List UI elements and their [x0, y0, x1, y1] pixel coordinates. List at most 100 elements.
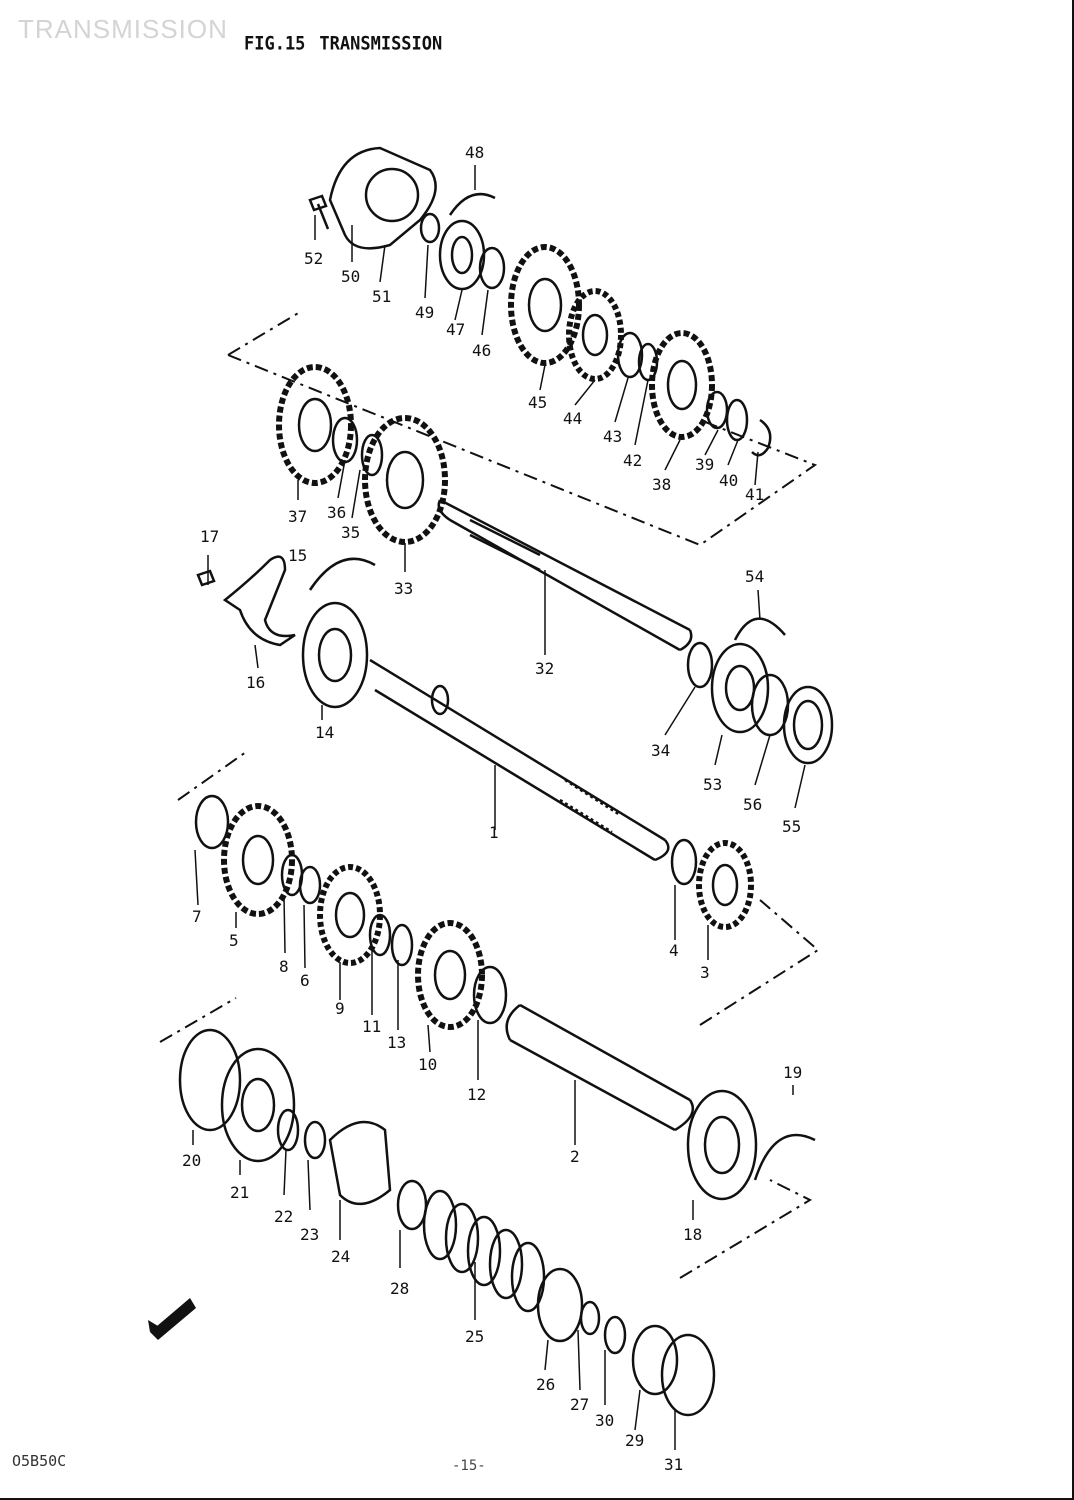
label-35: 35 — [341, 523, 360, 542]
label-32: 32 — [535, 659, 554, 678]
label-47: 47 — [446, 320, 465, 339]
diagram-drawing — [159, 146, 834, 1450]
circlip-15 — [308, 557, 376, 591]
label-54: 54 — [745, 567, 764, 586]
bushing-12 — [472, 965, 508, 1025]
label-10: 10 — [418, 1055, 437, 1074]
bearing-29 — [631, 1324, 679, 1396]
cover-plate-51-ring — [364, 167, 420, 223]
circlip-48 — [448, 192, 496, 216]
circlip-13 — [390, 923, 414, 967]
circlip-19 — [753, 1133, 816, 1181]
label-27: 27 — [570, 1395, 589, 1414]
leader-lines — [192, 165, 806, 1450]
circlip-23 — [303, 1120, 327, 1160]
washer-39 — [705, 390, 729, 430]
circlip-54 — [733, 617, 786, 641]
circlip-41 — [751, 418, 772, 457]
bearing-18 — [686, 1089, 758, 1201]
middle-group-outline — [177, 751, 820, 1026]
figure-name: TRANSMISSION — [319, 33, 443, 55]
label-14: 14 — [315, 723, 334, 742]
front-arrow-icon — [148, 1298, 196, 1340]
label-34: 34 — [651, 741, 670, 760]
label-23: 23 — [300, 1225, 319, 1244]
label-4: 4 — [669, 941, 679, 960]
label-1: 1 — [489, 823, 499, 842]
countershaft-32 — [437, 498, 693, 652]
gear-33 — [362, 415, 448, 545]
label-49: 49 — [415, 303, 434, 322]
label-56: 56 — [743, 795, 762, 814]
label-41: 41 — [745, 485, 764, 504]
gear-37 — [276, 364, 354, 486]
watermark-text: TRANSMISSION — [18, 14, 228, 44]
bearing-14 — [301, 601, 369, 709]
washer-40 — [725, 398, 749, 442]
cover-plate-50 — [328, 146, 437, 250]
label-25: 25 — [465, 1327, 484, 1346]
label-19: 19 — [783, 1063, 802, 1082]
gear-10 — [415, 920, 485, 1030]
label-33: 33 — [394, 579, 413, 598]
circlip-49 — [419, 212, 441, 244]
part-labels: 48 52 50 51 49 47 46 45 44 43 42 38 39 4… — [182, 143, 802, 1474]
gear-5 — [221, 803, 295, 917]
oil-seal-55 — [782, 685, 834, 765]
figure-code: O5B50C — [12, 1452, 67, 1470]
label-52: 52 — [304, 249, 323, 268]
label-18: 18 — [683, 1225, 702, 1244]
bushing-43 — [616, 331, 644, 379]
gear-38 — [649, 330, 715, 440]
gear-44 — [566, 288, 624, 382]
driveshaft-1 — [369, 658, 670, 862]
page-number: -15- — [452, 1458, 486, 1474]
label-45: 45 — [528, 393, 547, 412]
label-21: 21 — [230, 1183, 249, 1202]
spring-25 — [422, 1189, 546, 1313]
label-48: 48 — [465, 143, 484, 162]
label-7: 7 — [192, 907, 202, 926]
collar-56 — [750, 673, 790, 737]
label-50: 50 — [341, 267, 360, 286]
label-11: 11 — [362, 1017, 381, 1036]
label-30: 30 — [595, 1411, 614, 1430]
circlip-27 — [579, 1300, 601, 1336]
label-8: 8 — [279, 957, 289, 976]
plate-20 — [178, 1028, 242, 1132]
circlip-6 — [298, 865, 322, 905]
bearing-plate-16 — [222, 555, 296, 647]
label-28: 28 — [390, 1279, 409, 1298]
hub-21 — [220, 1047, 296, 1163]
label-51: 51 — [372, 287, 391, 306]
washer-34 — [686, 641, 714, 689]
label-12: 12 — [467, 1085, 486, 1104]
label-36: 36 — [327, 503, 346, 522]
label-9: 9 — [335, 999, 345, 1018]
washer-4 — [670, 838, 698, 886]
bushing-7 — [194, 794, 230, 850]
label-38: 38 — [652, 475, 671, 494]
washer-46 — [478, 246, 506, 290]
label-13: 13 — [387, 1033, 406, 1052]
label-16: 16 — [246, 673, 265, 692]
bushing-28 — [396, 1179, 428, 1231]
label-15: 15 — [288, 546, 307, 565]
label-29: 29 — [625, 1431, 644, 1450]
lower-group-outline — [159, 997, 813, 1279]
label-24: 24 — [331, 1247, 350, 1266]
shaft-2 — [505, 1003, 695, 1132]
label-37: 37 — [288, 507, 307, 526]
cam-24 — [328, 1120, 392, 1205]
washer-30 — [603, 1315, 627, 1355]
figure-number: FIG.15 — [244, 33, 306, 55]
label-42: 42 — [623, 451, 642, 470]
cap-31 — [660, 1333, 716, 1417]
washer-22 — [276, 1108, 300, 1152]
label-17: 17 — [200, 527, 219, 546]
label-39: 39 — [695, 455, 714, 474]
label-46: 46 — [472, 341, 491, 360]
washer-35 — [360, 433, 384, 477]
label-40: 40 — [719, 471, 738, 490]
